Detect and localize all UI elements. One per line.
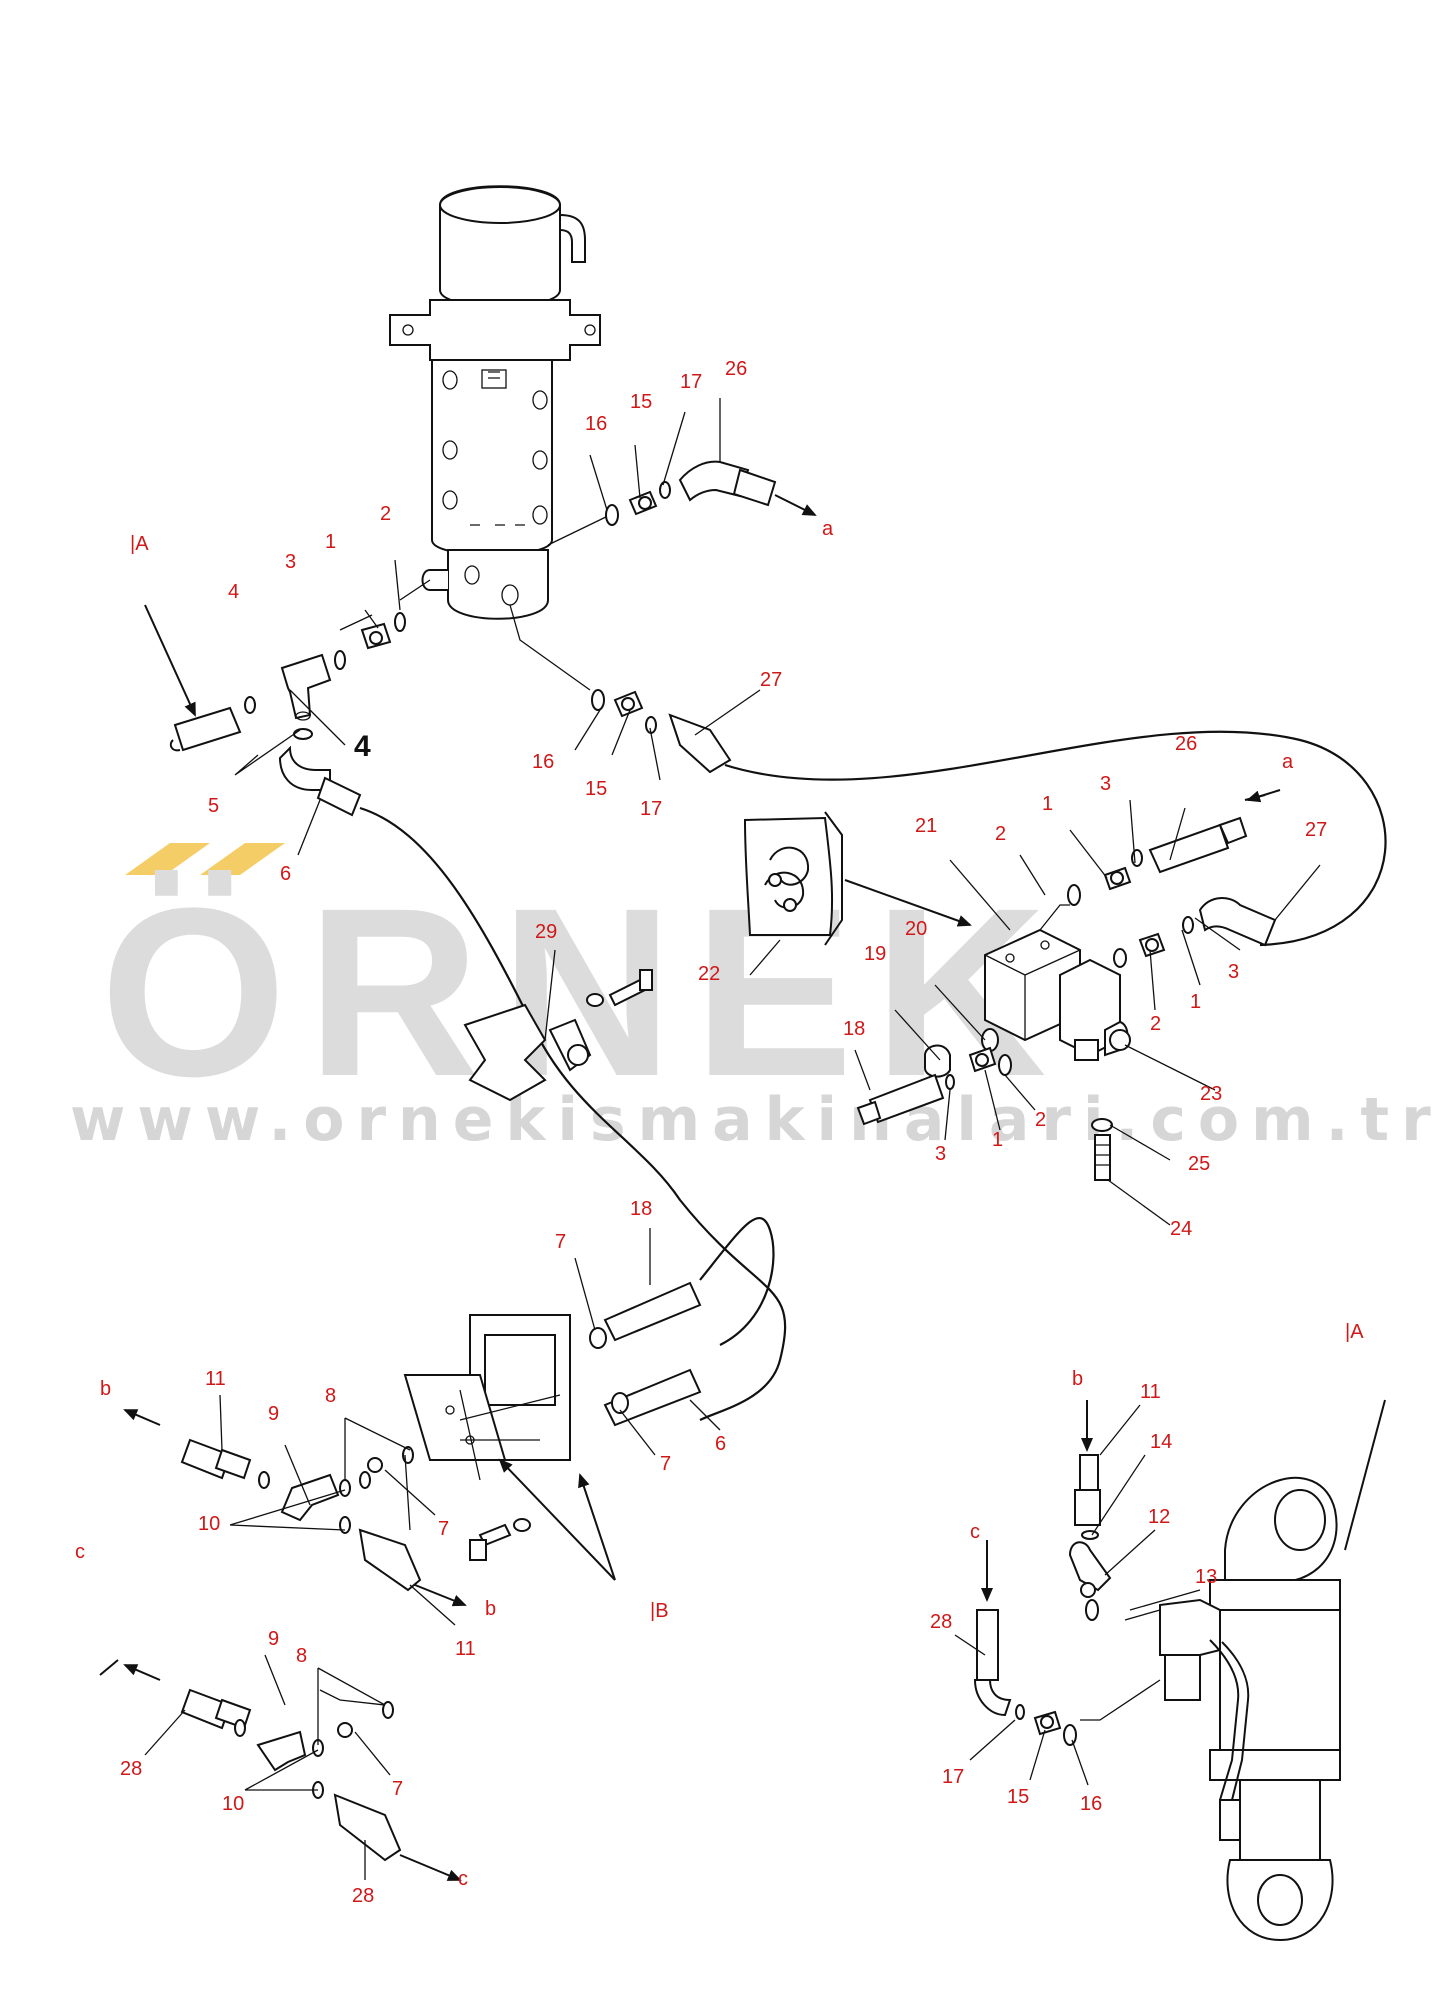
view-ref-a-bottom: |A bbox=[1345, 1321, 1364, 1343]
callout-28: 28 bbox=[930, 1611, 952, 1633]
callout-14: 14 bbox=[1150, 1431, 1172, 1453]
callout-3: 3 bbox=[1100, 773, 1111, 795]
callout-7: 7 bbox=[392, 1778, 403, 1800]
flow-letter-b: b bbox=[1072, 1368, 1083, 1390]
callout-4: 4 bbox=[228, 581, 239, 603]
callout-3: 3 bbox=[935, 1143, 946, 1165]
callout-11: 11 bbox=[205, 1368, 226, 1390]
view-ref-b: |B bbox=[650, 1600, 669, 1622]
callout-3: 3 bbox=[1228, 961, 1239, 983]
callout-19: 19 bbox=[864, 943, 886, 965]
callout-2: 2 bbox=[1035, 1109, 1046, 1131]
flow-letter-b: b bbox=[485, 1598, 496, 1620]
callout-22: 22 bbox=[698, 963, 720, 985]
callout-15: 15 bbox=[585, 778, 607, 800]
watermark-accent-right bbox=[200, 843, 285, 875]
callout-3: 3 bbox=[285, 551, 296, 573]
callout-23: 23 bbox=[1200, 1083, 1222, 1105]
flow-letter-c: c bbox=[75, 1541, 85, 1563]
bold-part-label: 4 bbox=[354, 730, 371, 763]
callout-7: 7 bbox=[555, 1231, 566, 1253]
callout-26: 26 bbox=[725, 358, 747, 380]
callout-11: 11 bbox=[1140, 1381, 1161, 1403]
flow-letter-c: c bbox=[458, 1868, 468, 1890]
callout-11: 11 bbox=[455, 1638, 476, 1660]
watermark: ÖRNEK www.ornekismakinalari.com.tr bbox=[70, 843, 1443, 1155]
leader-lines bbox=[144, 398, 1321, 1880]
callout-labels: 4 3 1 2 16 15 17 26 5 6 16 15 17 27 26 3… bbox=[120, 358, 1327, 1907]
flow-letter-c: c bbox=[970, 1521, 980, 1543]
callout-8: 8 bbox=[325, 1385, 336, 1407]
hose-27-route bbox=[509, 604, 1387, 947]
flow-letters: a a b b b c c c bbox=[75, 518, 1294, 1890]
callout-9: 9 bbox=[268, 1628, 279, 1650]
callout-12: 12 bbox=[1148, 1506, 1170, 1528]
callout-9: 9 bbox=[268, 1403, 279, 1425]
callout-6: 6 bbox=[715, 1433, 726, 1455]
callout-2: 2 bbox=[995, 823, 1006, 845]
callout-17: 17 bbox=[942, 1766, 964, 1788]
left-tee-assembly bbox=[169, 579, 787, 1421]
flow-letter-a: a bbox=[822, 518, 834, 540]
solenoid-valve-block bbox=[984, 928, 1131, 1061]
callout-1: 1 bbox=[1042, 793, 1053, 815]
callout-15: 15 bbox=[630, 391, 652, 413]
callout-2: 2 bbox=[380, 503, 391, 525]
callout-16: 16 bbox=[532, 751, 554, 773]
callout-13: 13 bbox=[1195, 1566, 1217, 1588]
callout-21: 21 bbox=[915, 815, 937, 837]
watermark-brand: ÖRNEK bbox=[100, 858, 1067, 1126]
callout-17: 17 bbox=[640, 798, 662, 820]
callout-16: 16 bbox=[585, 413, 607, 435]
callout-27: 27 bbox=[760, 669, 782, 691]
callout-28: 28 bbox=[120, 1758, 142, 1780]
callout-8: 8 bbox=[296, 1645, 307, 1667]
callout-18: 18 bbox=[843, 1018, 865, 1040]
callout-27: 27 bbox=[1305, 819, 1327, 841]
watermark-accent-left bbox=[125, 843, 210, 875]
callout-28: 28 bbox=[352, 1885, 374, 1907]
callout-17: 17 bbox=[680, 371, 702, 393]
flow-letter-a: a bbox=[1282, 751, 1294, 773]
bulkhead-hoses bbox=[403, 1217, 775, 1581]
inset-symbol-panel bbox=[743, 811, 972, 946]
callout-7: 7 bbox=[660, 1453, 671, 1475]
top-fitting-chain bbox=[547, 460, 817, 546]
callout-1: 1 bbox=[1190, 991, 1201, 1013]
swivel-joint bbox=[389, 185, 601, 620]
callout-29: 29 bbox=[535, 921, 557, 943]
callout-25: 25 bbox=[1188, 1153, 1210, 1175]
callout-2: 2 bbox=[1150, 1013, 1161, 1035]
callout-20: 20 bbox=[905, 918, 927, 940]
callout-6: 6 bbox=[280, 863, 291, 885]
valve-fittings bbox=[856, 789, 1281, 1181]
callout-1: 1 bbox=[992, 1129, 1003, 1151]
callout-5: 5 bbox=[208, 795, 219, 817]
lower-tee-assemblies bbox=[123, 1389, 481, 1881]
callout-10: 10 bbox=[198, 1513, 220, 1535]
callout-16: 16 bbox=[1080, 1793, 1102, 1815]
callout-26: 26 bbox=[1175, 733, 1197, 755]
watermark-url: www.ornekismakinalari.com.tr bbox=[70, 1085, 1443, 1155]
flow-letter-b: b bbox=[100, 1378, 111, 1400]
callout-7: 7 bbox=[438, 1518, 449, 1540]
view-ref-a-top: |A bbox=[130, 533, 149, 555]
lift-cylinder bbox=[973, 1399, 1386, 1942]
callout-15: 15 bbox=[1007, 1786, 1029, 1808]
callout-18: 18 bbox=[630, 1198, 652, 1220]
callout-1: 1 bbox=[325, 531, 336, 553]
callout-24: 24 bbox=[1170, 1218, 1192, 1240]
bracket-29 bbox=[463, 969, 653, 1102]
callout-10: 10 bbox=[222, 1793, 244, 1815]
